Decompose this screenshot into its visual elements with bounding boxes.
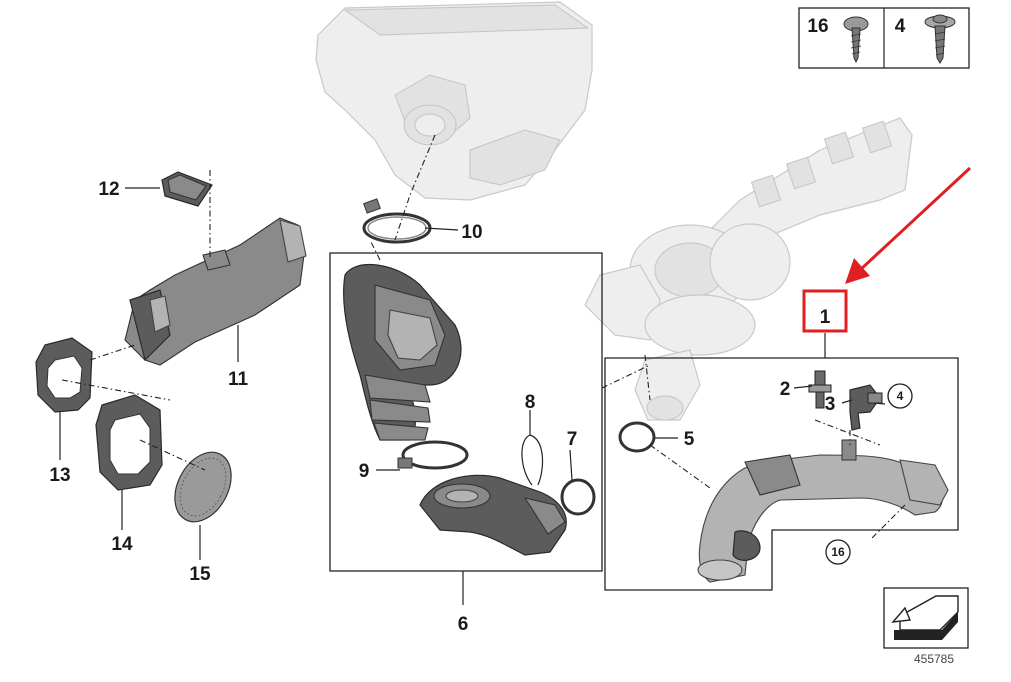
- callout-labels: 1 2 3 5 6 7 8 9 10 11 12 13 14 15: [49, 179, 835, 635]
- red-arrow-head: [845, 258, 870, 284]
- callout-10: 10: [461, 222, 482, 243]
- part-9-clamp: [397, 440, 469, 470]
- circled-callout-16-ring: [825, 539, 851, 565]
- circled-callouts: 4 16: [825, 383, 913, 565]
- part-6-intake-boot: [343, 263, 462, 441]
- fastener-legend-16: 16: [807, 16, 828, 37]
- callout-8: 8: [525, 392, 536, 413]
- air-filter-housing-ghost: [315, 1, 593, 201]
- part-6-throttle-elbow: [419, 474, 567, 556]
- red-arrow-line: [858, 166, 972, 272]
- part-10-hose-clamp: [362, 198, 432, 244]
- part-14-duct-seal: [95, 394, 163, 491]
- callout-9: 9: [359, 461, 370, 482]
- part-6-group-frame: [329, 252, 603, 572]
- orientation-icon: [883, 587, 969, 649]
- callout-7: 7: [567, 429, 578, 450]
- circled-callout-16: 16: [831, 545, 845, 559]
- callout-13: 13: [49, 465, 70, 486]
- red-highlight-box: [802, 289, 848, 333]
- screw-4-icon: [924, 14, 956, 64]
- fastener-legend-4: 4: [895, 16, 906, 37]
- callout-12: 12: [98, 179, 119, 200]
- callout-1: 1: [820, 307, 831, 328]
- screw-16-icon: [843, 16, 869, 64]
- highlight-annotation: [802, 166, 972, 333]
- part-2-sensor: [808, 370, 832, 409]
- turbocharger-manifold-ghost: [584, 117, 913, 421]
- diagram-id: 455785: [914, 652, 954, 666]
- callout-14: 14: [111, 534, 133, 555]
- callout-5: 5: [684, 429, 695, 450]
- part-15-mesh-screen: [174, 451, 232, 523]
- part-5-o-ring: [618, 421, 656, 453]
- part-1-group-frame: [604, 357, 959, 591]
- callout-11: 11: [228, 369, 249, 390]
- circled-callout-4-ring: [887, 383, 913, 409]
- callout-15: 15: [189, 564, 211, 585]
- callout-3: 3: [825, 394, 836, 415]
- part-3-sensor: [849, 384, 883, 431]
- part-13-duct-seal: [35, 337, 93, 413]
- assembly-lines: [61, 134, 906, 541]
- part-8-spring-clip: [521, 425, 544, 486]
- callout-6: 6: [458, 614, 469, 635]
- part-11-intake-duct: [124, 217, 307, 366]
- part-7-o-ring: [560, 478, 596, 516]
- circled-callout-4: 4: [897, 389, 904, 403]
- callout-2: 2: [780, 379, 791, 400]
- leader-lines: [59, 187, 886, 605]
- part-1-charge-pipe: [697, 439, 949, 583]
- fastener-legend: 16 4: [798, 7, 970, 69]
- part-12-filter-pad: [161, 171, 213, 207]
